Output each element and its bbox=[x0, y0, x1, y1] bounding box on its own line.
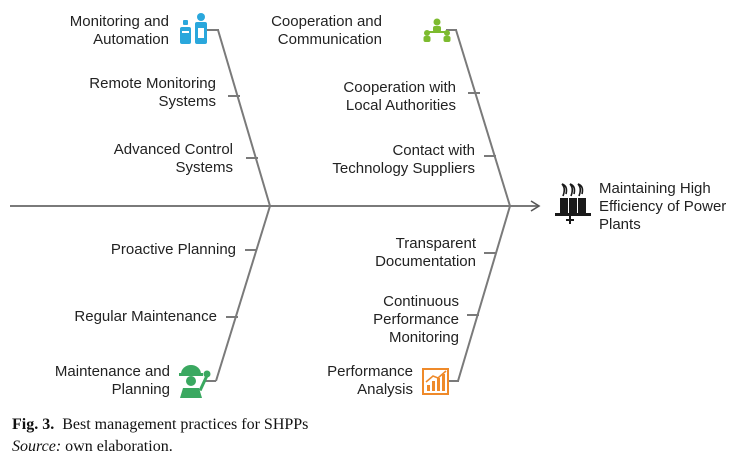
cause-continuous-monitoring: Continuous Performance Monitoring bbox=[373, 293, 459, 346]
bone-performance bbox=[457, 205, 511, 382]
bone-maintenance bbox=[215, 205, 271, 382]
category-title-performance: Performance Analysis bbox=[327, 363, 413, 398]
cause-transparent-documentation: Transparent Documentation bbox=[375, 235, 476, 270]
power-plant-icon bbox=[555, 183, 591, 224]
category-title-maintenance: Maintenance and Planning bbox=[54, 363, 170, 398]
cause-advanced-control: Advanced Control Systems bbox=[113, 141, 233, 176]
spine-arrowhead bbox=[530, 200, 541, 212]
effect-label: Maintaining High Efficiency of Power Pla… bbox=[599, 180, 727, 233]
figure-label: Fig. 3. bbox=[12, 416, 55, 433]
category-title-monitoring: Monitoring and Automation bbox=[69, 13, 169, 48]
cause-technology-suppliers: Contact with Technology Suppliers bbox=[332, 142, 475, 177]
cause-local-authorities: Cooperation with Local Authorities bbox=[343, 79, 456, 114]
cause-remote-monitoring: Remote Monitoring Systems bbox=[89, 75, 216, 110]
figure-caption-text: Best management practices for SHPPs bbox=[62, 416, 309, 433]
bone-cooperation bbox=[455, 29, 511, 207]
source-text: own elaboration. bbox=[65, 438, 173, 455]
figure-source: Source: own elaboration. bbox=[12, 437, 173, 456]
network-people-icon bbox=[423, 18, 451, 42]
category-title-cooperation: Cooperation and Communication bbox=[271, 13, 382, 48]
monitoring-devices-icon bbox=[180, 13, 207, 44]
cause-regular-maintenance: Regular Maintenance bbox=[74, 308, 217, 325]
chart-analysis-icon bbox=[422, 368, 449, 395]
source-label: Source: bbox=[12, 438, 62, 455]
worker-wrench-icon bbox=[179, 365, 211, 398]
figure-caption: Fig. 3. Best management practices for SH… bbox=[12, 415, 308, 434]
cause-proactive-planning: Proactive Planning bbox=[110, 241, 236, 258]
bone-monitoring bbox=[217, 29, 271, 207]
